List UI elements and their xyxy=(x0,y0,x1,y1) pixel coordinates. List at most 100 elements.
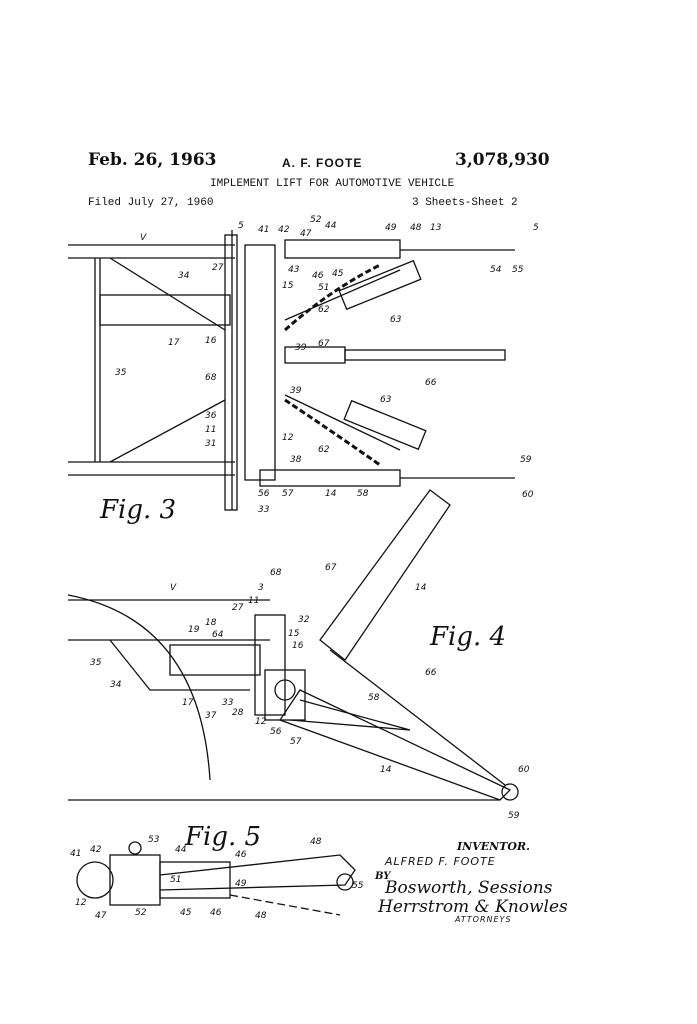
ref-numeral: 60 xyxy=(518,765,530,775)
ref-numeral: 27 xyxy=(232,603,244,613)
fig5-label: Fig. 5 xyxy=(184,822,261,852)
ref-numeral: 5 xyxy=(533,223,539,233)
ref-numeral: 39 xyxy=(295,343,307,353)
ref-numeral: 56 xyxy=(258,489,270,499)
fig3-drawing xyxy=(68,230,515,511)
ref-numeral: 18 xyxy=(205,618,217,628)
ref-numeral: 67 xyxy=(325,563,337,573)
ref-numeral: 44 xyxy=(325,221,337,231)
ref-numeral: 47 xyxy=(300,229,312,239)
ref-numeral: 19 xyxy=(188,625,200,635)
ref-numeral: 17 xyxy=(182,698,194,708)
ref-numeral: 57 xyxy=(290,737,302,747)
ref-numeral: 15 xyxy=(288,629,300,639)
ref-numeral: 56 xyxy=(270,727,282,737)
attorneys-label: ATTORNEYS xyxy=(455,915,512,924)
ref-numeral: 54 xyxy=(490,265,502,275)
ref-numeral: 49 xyxy=(235,879,247,889)
inventor-label: INVENTOR. xyxy=(457,840,530,853)
ref-numeral: 14 xyxy=(325,489,337,499)
ref-numeral: 55 xyxy=(512,265,524,275)
ref-numeral: 42 xyxy=(90,845,102,855)
ref-numeral: 27 xyxy=(212,263,224,273)
patent-title: IMPLEMENT LIFT FOR AUTOMOTIVE VEHICLE xyxy=(210,178,455,190)
ref-numeral: 13 xyxy=(430,223,442,233)
ref-numeral: 59 xyxy=(520,455,532,465)
ref-numeral: 36 xyxy=(205,411,217,421)
ref-numeral: 39 xyxy=(290,386,302,396)
ref-numeral: 3 xyxy=(258,583,264,593)
ref-numeral: 37 xyxy=(205,711,217,721)
ref-numeral: 63 xyxy=(380,395,392,405)
ref-numeral: 12 xyxy=(282,433,294,443)
ref-numeral: 14 xyxy=(415,583,427,593)
ref-numeral: 45 xyxy=(332,269,344,279)
ref-numeral: 14 xyxy=(380,765,392,775)
ref-numeral: V xyxy=(140,233,147,243)
ref-numeral: 58 xyxy=(368,693,380,703)
ref-numeral: 57 xyxy=(282,489,294,499)
fig4-drawing xyxy=(67,489,519,801)
ref-numeral: 64 xyxy=(212,630,224,640)
ref-numeral: 63 xyxy=(390,315,402,325)
ref-numeral: 11 xyxy=(205,425,216,435)
ref-numeral: 48 xyxy=(410,223,422,233)
ref-numeral: 42 xyxy=(278,225,290,235)
patent-number: 3,078,930 xyxy=(455,150,550,170)
attorneys-signature-line2: Herrstrom & Knowles xyxy=(378,897,568,917)
ref-numeral: V xyxy=(170,583,177,593)
ref-numeral: 16 xyxy=(292,641,304,651)
ref-numeral: 16 xyxy=(205,336,217,346)
fig4-reference-numerals: V 68 67 14 3 11 27 32 19 18 64 15 16 35 … xyxy=(90,563,530,821)
ref-numeral: 58 xyxy=(357,489,369,499)
fig4-label: Fig. 4 xyxy=(429,622,506,652)
ref-numeral: 66 xyxy=(425,668,437,678)
sheet-count: 3 Sheets-Sheet 2 xyxy=(412,197,518,209)
ref-numeral: 66 xyxy=(425,378,437,388)
ref-numeral: 34 xyxy=(110,680,122,690)
ref-numeral: 35 xyxy=(115,368,127,378)
filed-date: Filed July 27, 1960 xyxy=(88,197,214,209)
patent-date: Feb. 26, 1963 xyxy=(88,150,217,170)
ref-numeral: 34 xyxy=(178,271,190,281)
ref-numeral: 62 xyxy=(318,445,330,455)
ref-numeral: 52 xyxy=(310,215,322,225)
ref-numeral: 33 xyxy=(258,505,270,515)
ref-numeral: 5 xyxy=(238,221,244,231)
ref-numeral: 46 xyxy=(210,908,222,918)
ref-numeral: 12 xyxy=(75,898,87,908)
fig5-reference-numerals: 53 44 46 48 41 42 51 49 12 47 52 45 46 4… xyxy=(70,835,364,921)
ref-numeral: 51 xyxy=(318,283,329,293)
ref-numeral: 11 xyxy=(248,596,259,606)
ref-numeral: 44 xyxy=(175,845,187,855)
ref-numeral: 52 xyxy=(135,908,147,918)
fig5-drawing xyxy=(76,841,356,916)
ref-numeral: 33 xyxy=(222,698,234,708)
ref-numeral: 15 xyxy=(282,281,294,291)
inventor-header: A. F. FOOTE xyxy=(282,156,363,170)
ref-numeral: 53 xyxy=(148,835,160,845)
ref-numeral: 41 xyxy=(70,849,81,859)
ref-numeral: 67 xyxy=(318,339,330,349)
ref-numeral: 32 xyxy=(298,615,310,625)
ref-numeral: 17 xyxy=(168,338,180,348)
ref-numeral: 48 xyxy=(310,837,322,847)
ref-numeral: 47 xyxy=(95,911,107,921)
ref-numeral: 46 xyxy=(235,850,247,860)
ref-numeral: 60 xyxy=(522,490,534,500)
inventor-name: ALFRED F. FOOTE xyxy=(385,855,496,868)
ref-numeral: 45 xyxy=(180,908,192,918)
ref-numeral: 38 xyxy=(290,455,302,465)
ref-numeral: 46 xyxy=(312,271,324,281)
ref-numeral: 31 xyxy=(205,439,216,449)
attorneys-signature-line1: Bosworth, Sessions xyxy=(385,878,553,898)
by-label: BY xyxy=(375,871,391,882)
fig3-reference-numerals: 5 41 42 52 44 47 49 48 13 54 55 5 V 34 2… xyxy=(115,215,539,515)
ref-numeral: 12 xyxy=(255,717,267,727)
ref-numeral: 51 xyxy=(170,875,181,885)
ref-numeral: 62 xyxy=(318,305,330,315)
ref-numeral: 59 xyxy=(508,811,520,821)
ref-numeral: 28 xyxy=(232,708,244,718)
ref-numeral: 68 xyxy=(270,568,282,578)
